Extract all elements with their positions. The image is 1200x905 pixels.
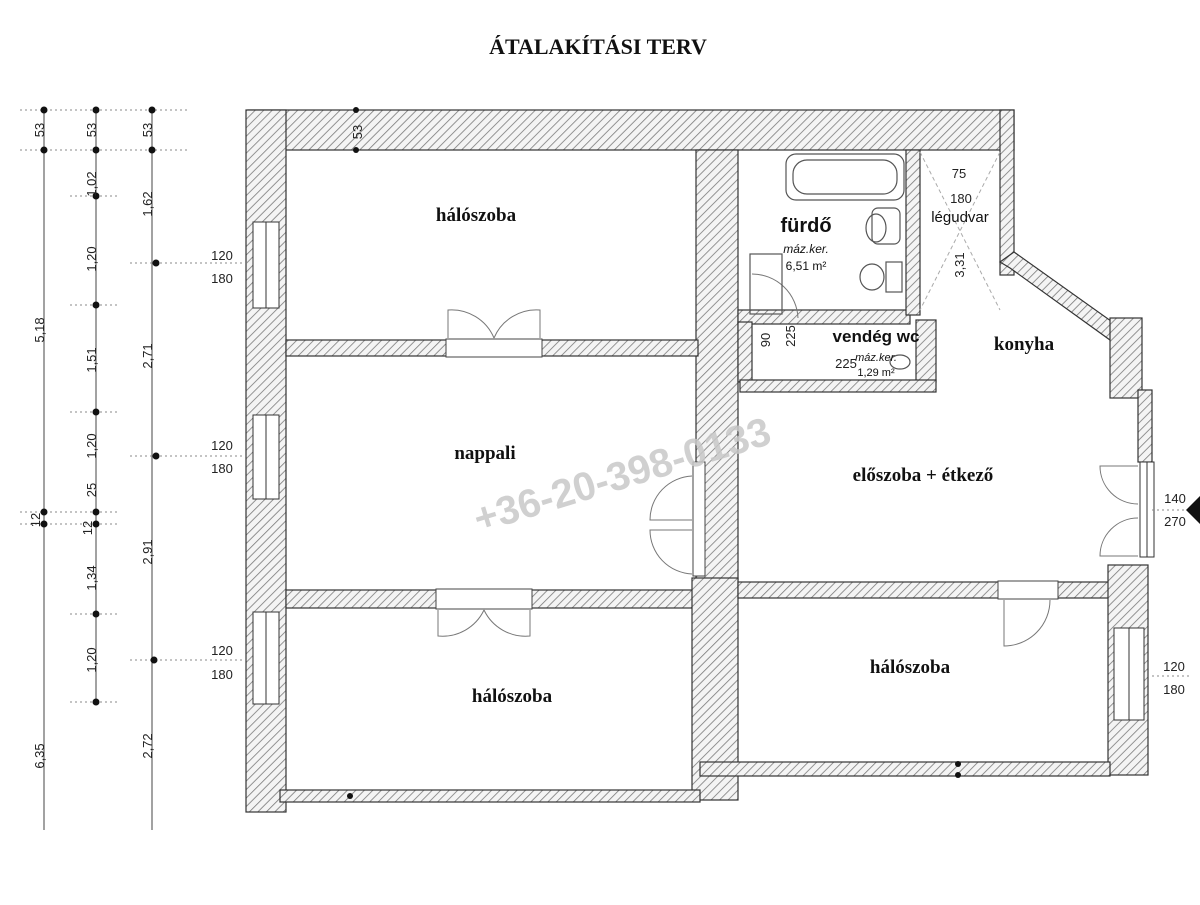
dim-col3-4: 2,72 [140,733,155,758]
room-label-bedroom-bottom-left: hálószoba [472,686,553,707]
wc-dim-225-a: 225 [783,325,798,347]
dim-col2-2: 1,20 [84,246,99,271]
dim-col2-3: 1,51 [84,347,99,372]
window-1-width: 120 [211,248,233,263]
dimension-dots [40,106,961,799]
plan-title: ÁTALAKÍTÁSI TERV [489,34,707,59]
window-3-height: 180 [211,667,233,682]
bathroom-tile-note: máz.ker. [783,242,829,256]
room-label-bedroom-bottom-right: hálószoba [870,657,951,678]
window-2-height: 180 [211,461,233,476]
wall-top-dim: 53 [350,125,365,139]
window-5-height: 180 [1163,682,1185,697]
dim-col2-0: 53 [84,123,99,137]
room-label-living: nappali [454,443,515,464]
guest-wc-area: 1,29 m² [857,367,895,379]
lightwell-side: 3,31 [952,252,967,277]
room-label-lightwell: légudvar [931,209,989,226]
window-2-width: 120 [211,438,233,453]
dim-col2-1: 1,02 [84,171,99,196]
dim-col1-2: 12 [28,513,43,527]
dim-col2-6: 12 [80,521,95,535]
dim-col3-0: 53 [140,123,155,137]
window-3-width: 120 [211,643,233,658]
window-4-height: 270 [1164,514,1186,529]
dim-col1-3: 6,35 [32,743,47,768]
guest-wc-tile-note: máz.ker. [855,352,897,364]
bathroom-area: 6,51 m² [786,259,827,273]
doors [435,338,1059,610]
window-5-width: 120 [1163,659,1185,674]
window-4-width: 140 [1164,491,1186,506]
dim-col1-1: 5,18 [32,317,47,342]
window-1-height: 180 [211,271,233,286]
bath-fixtures [749,153,911,370]
dim-col3-2: 2,71 [140,343,155,368]
dim-col2-7: 1,34 [84,565,99,590]
dim-col2-5: 25 [84,483,99,497]
room-label-guest-wc: vendég wc [833,327,920,346]
room-label-hall-dining: előszoba + étkező [853,465,994,486]
room-label-bedroom-top: hálószoba [436,205,517,226]
wc-dim-225-b: 225 [835,356,857,371]
dim-col2-8: 1,20 [84,647,99,672]
arrow-marker-icon [1186,496,1200,524]
lightwell-height: 180 [950,191,972,206]
dim-col2-4: 1,20 [84,433,99,458]
lightwell-width: 75 [952,166,966,181]
wc-dim-90: 90 [758,333,773,347]
room-label-bathroom: fürdő [780,215,831,237]
room-label-kitchen: konyha [994,334,1055,355]
dim-col3-3: 2,91 [140,539,155,564]
dim-col1-0: 53 [32,123,47,137]
dim-col3-1: 1,62 [140,191,155,216]
